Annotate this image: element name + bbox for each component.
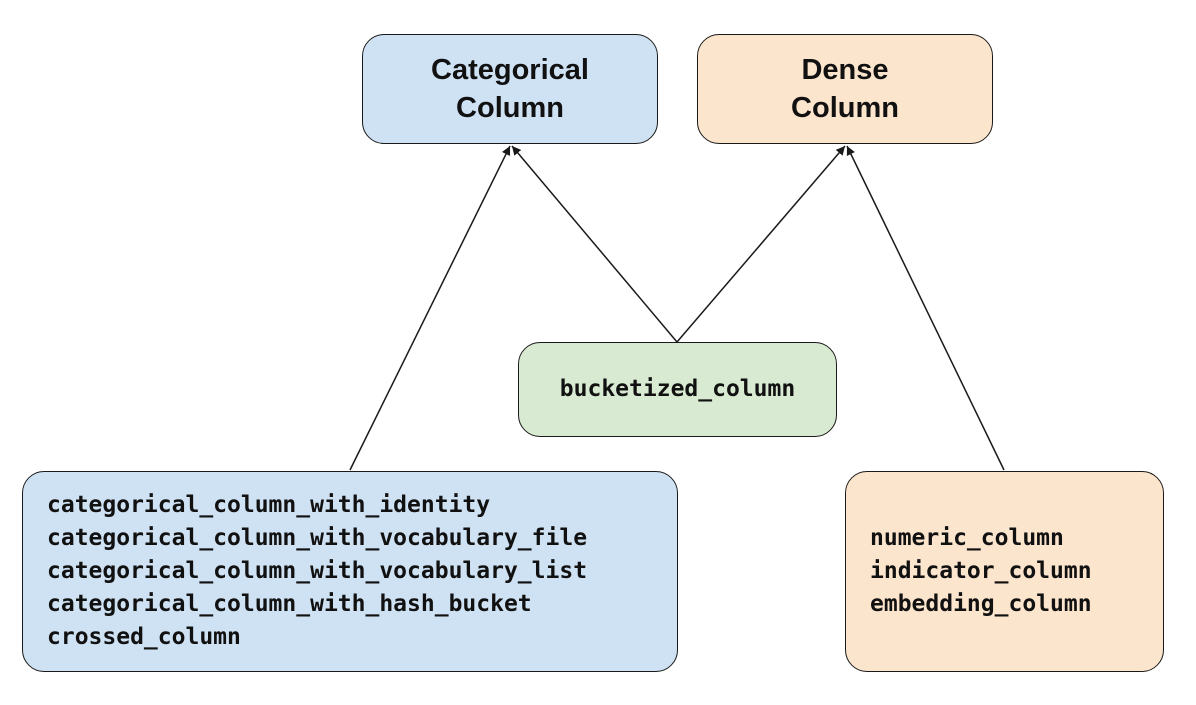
function-name: indicator_column <box>870 558 1092 584</box>
dense-column-node: Dense Column <box>697 34 993 144</box>
dense-functions-node: numeric_column indicator_column embeddin… <box>845 471 1164 672</box>
edge-dense-list-to-dense <box>846 145 1005 471</box>
function-name: numeric_column <box>870 525 1064 551</box>
function-name: crossed_column <box>47 624 241 650</box>
function-name: categorical_column_with_vocabulary_list <box>47 558 588 584</box>
categorical-functions-node: categorical_column_with_identity categor… <box>22 471 678 672</box>
function-name: embedding_column <box>870 591 1092 617</box>
node-label-line: Categorical <box>431 54 589 86</box>
node-label-line: Column <box>791 92 899 124</box>
categorical-column-node: Categorical Column <box>362 34 658 144</box>
bucketized-column-node: bucketized_column <box>518 342 837 437</box>
edge-bucketized-to-categorical <box>511 145 678 343</box>
edge-categorical-list-to-categorical <box>349 145 511 471</box>
node-label-line: bucketized_column <box>559 376 796 402</box>
function-name: categorical_column_with_identity <box>47 492 491 518</box>
function-name: categorical_column_with_vocabulary_file <box>47 525 588 551</box>
function-name: categorical_column_with_hash_bucket <box>47 591 532 617</box>
edge-bucketized-to-dense <box>676 145 846 343</box>
node-label-line: Column <box>456 92 564 124</box>
node-label-line: Dense <box>801 54 889 86</box>
